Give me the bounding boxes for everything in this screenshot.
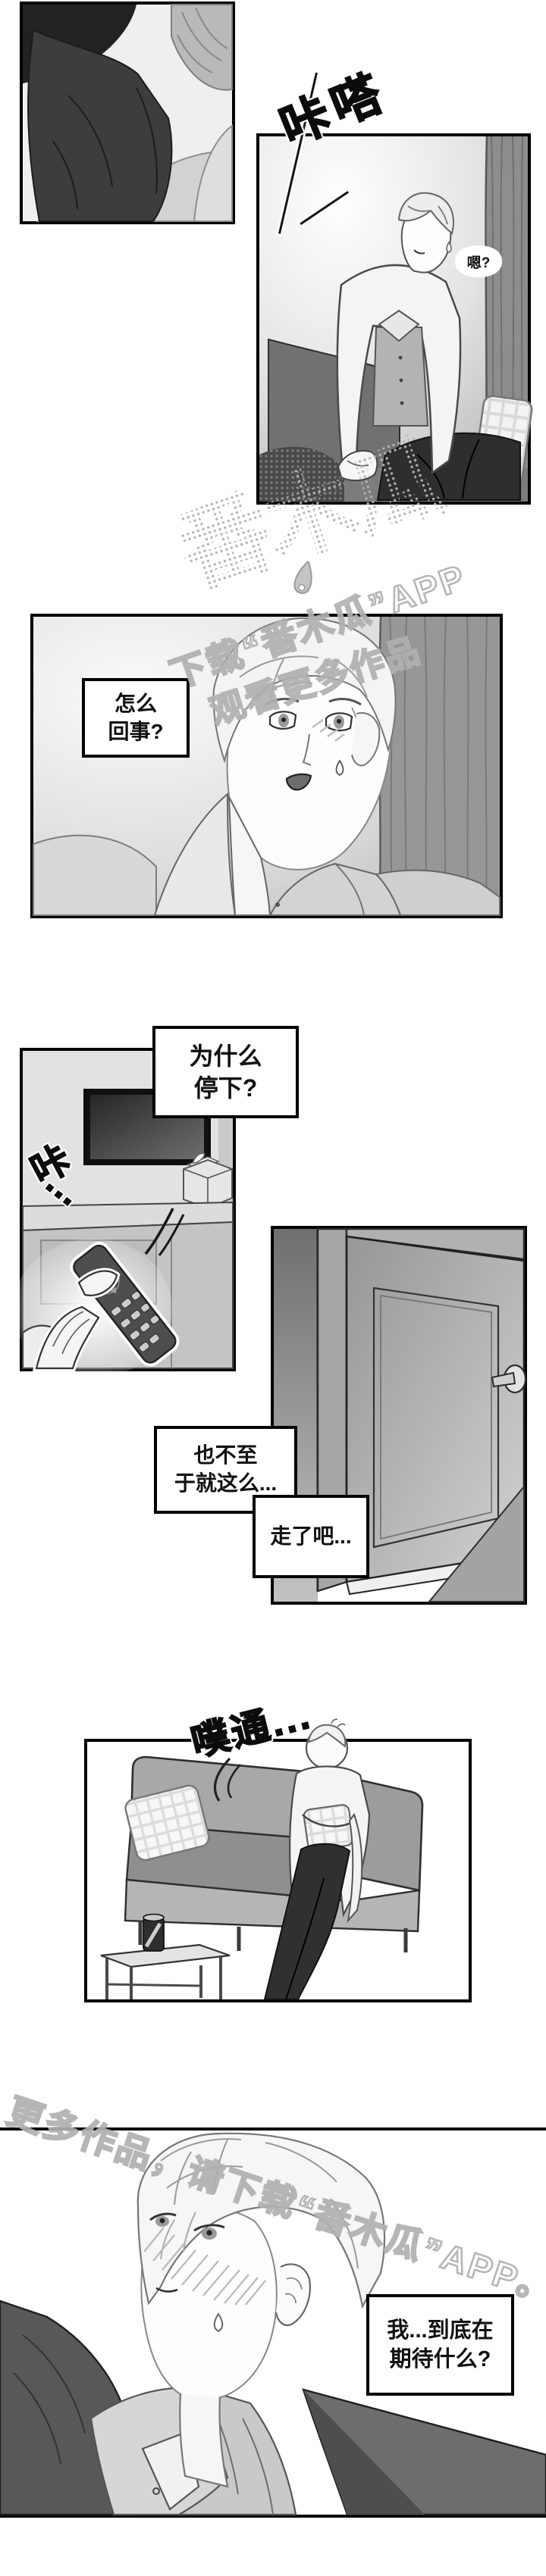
speech-expecting-line2: 期待什么? xyxy=(389,2347,491,2371)
side-table xyxy=(100,1943,231,1999)
hair xyxy=(397,192,454,235)
jacket-right-shoulder xyxy=(374,869,500,916)
hm-text: 嗯? xyxy=(466,255,491,271)
tissue-box xyxy=(183,1152,233,1210)
speech-wondering: 怎么 回事? xyxy=(82,678,190,758)
eyebrows xyxy=(265,698,362,706)
hair-strands xyxy=(239,655,368,757)
mouth-7 xyxy=(155,2287,178,2293)
shirt-collar-3 xyxy=(153,792,500,916)
neck-7 xyxy=(179,2393,229,2488)
man-flopped xyxy=(263,1718,371,2000)
hair-strands-7 xyxy=(160,2138,359,2269)
speech-wondering-line2: 回事? xyxy=(108,719,164,743)
speech-expecting: 我...到底在 期待什么? xyxy=(366,2294,514,2396)
panel-1 xyxy=(20,2,235,224)
speech-not-like-line1: 也不至 xyxy=(193,1443,258,1468)
panel-6 xyxy=(84,1718,472,2002)
fingers xyxy=(35,1305,100,1370)
nose xyxy=(302,733,312,766)
hm-bubble: 嗯? xyxy=(455,245,502,277)
head-7 xyxy=(136,2132,386,2488)
worried-face-illustration xyxy=(33,616,500,916)
shirt-collar xyxy=(378,309,420,342)
ear xyxy=(351,712,381,767)
sweat-drop xyxy=(446,241,452,253)
panel-3 xyxy=(30,614,503,918)
soda-can xyxy=(143,1913,165,1952)
sweat-drop-3 xyxy=(335,759,344,777)
floor xyxy=(345,1484,525,1602)
speech-left-already-text: 走了吧... xyxy=(270,1524,352,1548)
jacket-shoulders-7 xyxy=(0,2299,546,2516)
speech-left-already: 走了吧... xyxy=(253,1495,369,1578)
face-closeup xyxy=(212,617,397,871)
dark-pants xyxy=(376,432,521,501)
jacket-left-shoulder xyxy=(33,834,157,916)
ear-7 xyxy=(275,2263,311,2327)
speech-wondering-line1: 怎么 xyxy=(114,691,157,715)
mouth xyxy=(413,249,425,255)
blush-lines xyxy=(312,719,345,742)
curtain-right-3 xyxy=(378,616,500,916)
light-hair-figure xyxy=(171,4,233,222)
blush-hatch xyxy=(143,2227,266,2306)
jacket-tail xyxy=(347,1812,363,1924)
speech-not-like: 也不至 于就这么... xyxy=(154,1426,297,1514)
man-on-couch xyxy=(336,192,521,501)
tv xyxy=(83,1089,211,1165)
thumb xyxy=(77,1270,118,1296)
arm-over-blanket xyxy=(302,1814,353,1827)
sweat-drop-7 xyxy=(213,2312,224,2333)
hair-3 xyxy=(212,617,397,764)
door-handle xyxy=(491,1371,516,1388)
speech-not-like-line2: 于就这么... xyxy=(174,1471,278,1495)
dark-pants-6 xyxy=(263,1843,351,2000)
plaid-pillow-6 xyxy=(124,1784,210,1862)
panel-2 xyxy=(256,133,533,505)
speech-why-stop-line2: 停下? xyxy=(193,1074,258,1102)
speech-why-stop: 为什么 停下? xyxy=(152,1026,299,1118)
hair-7 xyxy=(136,2132,386,2309)
open-mouth xyxy=(285,773,312,791)
dark-figure-back xyxy=(23,5,173,222)
door xyxy=(345,1235,527,1583)
couch-flop-illustration xyxy=(87,1718,469,2000)
eyes-7 xyxy=(149,2212,225,2240)
panel-5 xyxy=(271,1226,527,1605)
couch-sitting-illustration xyxy=(259,136,533,502)
white-jacket xyxy=(336,264,462,475)
brush-nib-icon xyxy=(293,559,312,594)
door-illustration xyxy=(274,1227,527,1602)
speech-why-stop-line1: 为什么 xyxy=(189,1042,262,1070)
floor-shadow xyxy=(427,1484,525,1602)
swoosh-lines xyxy=(144,1208,185,1256)
speech-expecting-line1: 我...到底在 xyxy=(387,2318,494,2343)
back-view-illustration xyxy=(23,4,233,222)
remote-hand xyxy=(21,1242,180,1371)
swoosh-6 xyxy=(213,1757,241,1802)
eyes xyxy=(268,711,353,732)
